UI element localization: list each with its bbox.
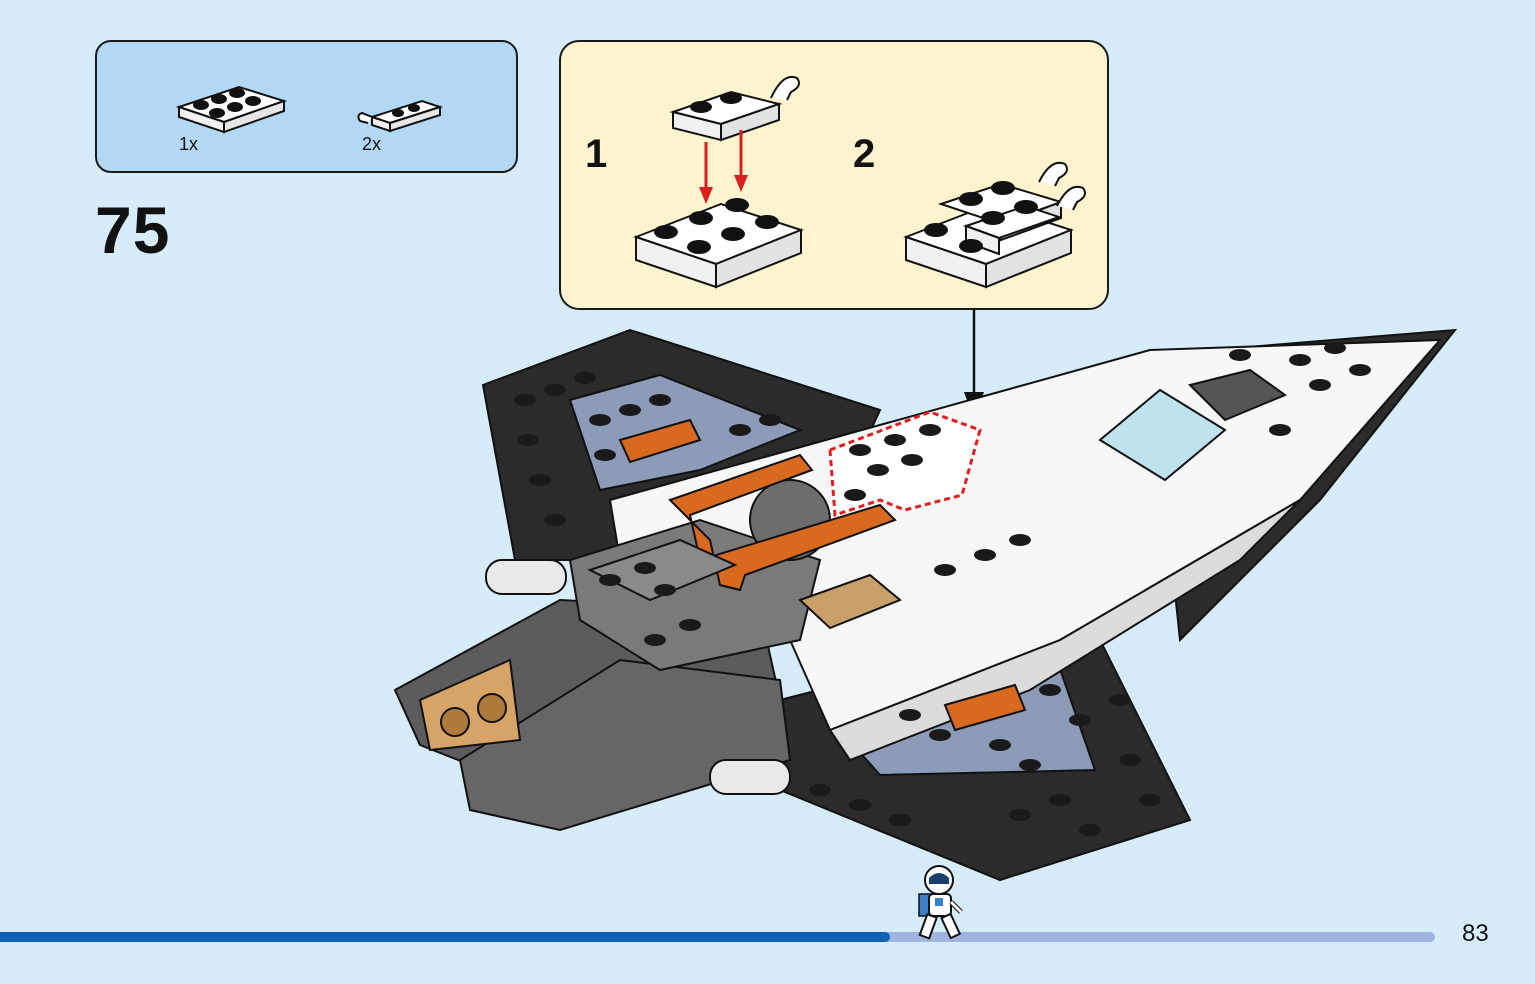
parts-list-box: 1x 2x [95, 40, 518, 173]
part-quantity-1: 1x [179, 134, 199, 154]
subassembly-illustration [633, 76, 1086, 289]
substep-number-1: 1 [585, 132, 608, 176]
plate-2x3-icon [175, 85, 288, 134]
page-number: 83 [1462, 920, 1489, 947]
substep-number-2: 2 [853, 132, 876, 176]
assembled-plates [903, 161, 1086, 289]
part-quantity-2: 2x [362, 134, 382, 154]
subassembly-callout: 1 2 [559, 40, 1109, 310]
plate-2x3-base [633, 198, 804, 289]
progress-fill [0, 932, 890, 942]
placement-arrows [699, 130, 748, 204]
clip-plate-top [669, 76, 800, 142]
plate-clip-icon [357, 99, 444, 133]
step-number: 75 [95, 193, 171, 267]
parts-illustration [175, 85, 444, 134]
